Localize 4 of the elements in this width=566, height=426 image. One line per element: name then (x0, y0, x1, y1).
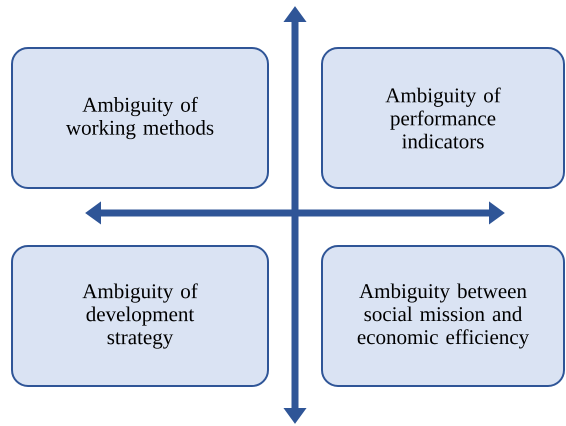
text-box: Ambiguity of development strategy (11, 245, 269, 387)
text-box: Ambiguity of performance indicators (321, 47, 565, 189)
text-box: Ambiguity between social mission and economic efficiency (321, 245, 565, 387)
text-box: Ambiguity of working methods (11, 47, 269, 189)
